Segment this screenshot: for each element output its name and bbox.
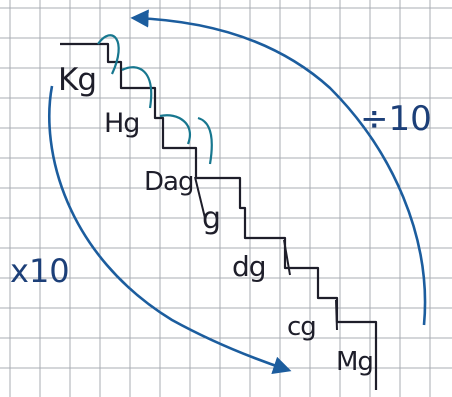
multiply-arrow: [48, 85, 292, 375]
unit-label-dag: Dag: [144, 167, 193, 197]
step-mark-cg: [335, 299, 338, 331]
step-mark-dg: [283, 239, 291, 276]
step-mark-g: [194, 176, 206, 219]
multiply-annotation: x10: [10, 252, 70, 290]
divide-arrow: [130, 9, 427, 326]
unit-label-dg: dg: [232, 250, 266, 283]
staircase-outline: [60, 42, 378, 390]
unit-label-hg: Hg: [104, 108, 139, 139]
unit-label-mg: Mg: [336, 347, 373, 377]
divide-annotation: ÷10: [360, 99, 432, 139]
hop-arrow-dag-g: [159, 114, 191, 145]
hop-arrow-hg-dag: [121, 66, 153, 109]
hop-arrow-kg-hg: [97, 34, 120, 75]
hop-arrow-dag-g-tail: [197, 116, 213, 165]
unit-label-cg: cg: [287, 312, 316, 342]
unit-label-kg: Kg: [58, 62, 96, 98]
unit-label-g: g: [202, 201, 220, 236]
